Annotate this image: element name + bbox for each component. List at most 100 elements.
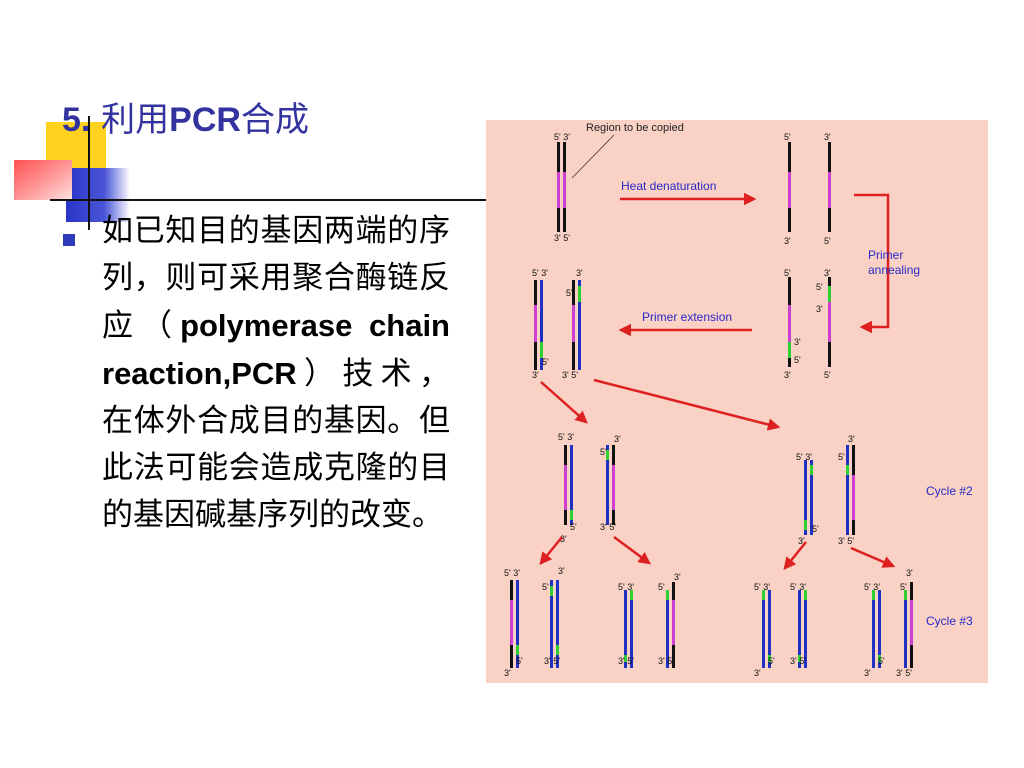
strand-end-label: 3' 5' <box>554 233 570 243</box>
new-strand <box>878 590 881 668</box>
primer-segment <box>878 655 881 662</box>
title-text-bold: PCR <box>169 101 241 139</box>
strand-end-label: 3' <box>784 370 791 380</box>
target-region <box>828 302 831 342</box>
decorative-red-block <box>14 160 72 200</box>
primer-segment <box>630 590 633 600</box>
new-strand <box>606 445 609 525</box>
strand-end-label: 3' <box>824 268 831 278</box>
strand-end-label: 3' 5' <box>600 522 616 532</box>
new-strand <box>846 445 849 535</box>
heat-denaturation-label: Heat denaturation <box>621 179 716 193</box>
primer-segment <box>768 655 771 662</box>
new-strand <box>904 590 907 668</box>
primer-segment <box>828 286 831 302</box>
primer-segment <box>788 342 791 358</box>
strand-end-label: 5' <box>768 656 775 666</box>
decorative-horizontal-line <box>50 199 486 201</box>
strand-end-label: 5' <box>542 582 549 592</box>
strand-end-label: 5' <box>824 370 831 380</box>
strand-end-label: 5' <box>812 524 819 534</box>
primer-segment <box>666 590 669 600</box>
strand-end-label: 5' <box>542 357 549 367</box>
target-region <box>910 600 913 645</box>
strand-end-label: 3' 5' <box>562 370 578 380</box>
bullet-marker <box>63 234 75 246</box>
cycle3-arrow-3 <box>783 541 807 570</box>
new-strand <box>762 590 765 668</box>
primer-annealing-label-1: Primer <box>868 248 903 262</box>
strand-end-label: 3' <box>824 132 831 142</box>
new-strand <box>516 580 519 668</box>
primer-annealing-arrow <box>854 193 890 334</box>
strand-end-label: 5' <box>878 656 885 666</box>
strand-end-label: 3' <box>614 434 621 444</box>
strand-end-label: 5' <box>784 132 791 142</box>
strand-end-label: 3' <box>784 236 791 246</box>
strand-end-label: 3' 5' <box>544 656 560 666</box>
strand-end-label: 5' 3' <box>504 568 520 578</box>
strand-end-label: 5' <box>566 288 573 298</box>
primer-segment <box>550 586 553 596</box>
bullet-text-end: ）技术，在体外合成目的基因。但此法可能会造成克隆的目的基因碱基序列的改变。 <box>102 356 450 533</box>
target-region <box>557 172 560 208</box>
target-region <box>612 465 615 510</box>
cycle3-arrow-2 <box>613 535 652 565</box>
new-strand <box>540 280 543 370</box>
title-text-after: 合成 <box>240 100 309 140</box>
primer-annealing-label-2: annealing <box>868 263 920 277</box>
strand-end-label: 3' <box>576 268 583 278</box>
new-strand <box>768 590 771 668</box>
pcr-diagram-svg: 5' 3'3' 5'5'3'3'5'5'3'3'5'5'3'3'5'5' 3'3… <box>504 122 973 678</box>
new-strand <box>578 280 581 370</box>
primer-segment <box>810 465 813 475</box>
strand-end-label: 5' <box>794 355 801 365</box>
target-region <box>510 600 513 645</box>
strand-end-label: 5' 3' <box>554 132 570 142</box>
primer-segment <box>846 465 849 475</box>
strand-end-label: 3' <box>674 572 681 582</box>
new-strand <box>798 590 801 668</box>
strand-end-label: 3' <box>754 668 761 678</box>
target-region <box>788 172 791 208</box>
strand-end-label: 3' <box>906 568 913 578</box>
strand-end-label: 3' 5' <box>658 656 674 666</box>
strand-end-label: 3' <box>532 370 539 380</box>
region-pointer-line <box>571 134 615 179</box>
strand-end-label: 3' <box>798 536 805 546</box>
strand-end-label: 5' 3' <box>532 268 548 278</box>
primer-segment <box>516 645 519 655</box>
primer-segment <box>904 590 907 600</box>
strand-end-label: 5' <box>570 522 577 532</box>
new-strand <box>804 460 807 535</box>
primer-segment <box>540 342 543 358</box>
decorative-blue-block <box>66 168 130 222</box>
dna-strands <box>510 142 913 668</box>
primer-segment <box>624 655 627 662</box>
strand-end-label: 5' 3' <box>796 452 812 462</box>
strand-end-label: 3' <box>560 534 567 544</box>
primer-segment <box>804 590 807 600</box>
target-region <box>828 172 831 208</box>
title-text-before: 利用 <box>101 100 170 140</box>
primer-segment <box>556 645 559 655</box>
strand-end-label: 5' <box>658 582 665 592</box>
strand-end-label: 5' 3' <box>864 582 880 592</box>
new-strand <box>810 460 813 535</box>
cycle2-arrow-left <box>540 381 588 424</box>
primer-segment <box>798 655 801 662</box>
pcr-diagram: 5' 3'3' 5'5'3'3'5'5'3'3'5'5'3'3'5'5' 3'3… <box>486 120 988 683</box>
region-to-be-copied-label: Region to be copied <box>586 122 684 134</box>
cycle3-label: Cycle #3 <box>926 614 973 628</box>
primer-extension-label: Primer extension <box>642 310 732 324</box>
strand-end-label: 3' <box>558 566 565 576</box>
bullet-text-english: polymerase chain reaction,PCR <box>102 308 450 391</box>
target-region <box>564 465 567 510</box>
bullet-text-start: 如已知目的基因两端的序列，则可采用聚合酶链反应（ <box>102 213 450 344</box>
strand-end-label: 5' <box>784 268 791 278</box>
strand-end-label: 3' <box>816 304 823 314</box>
strand-end-label: 5' <box>838 452 845 462</box>
target-region <box>852 475 855 520</box>
cycle3-arrow-4 <box>850 546 896 568</box>
strand-end-label: 3' 5' <box>896 668 912 678</box>
